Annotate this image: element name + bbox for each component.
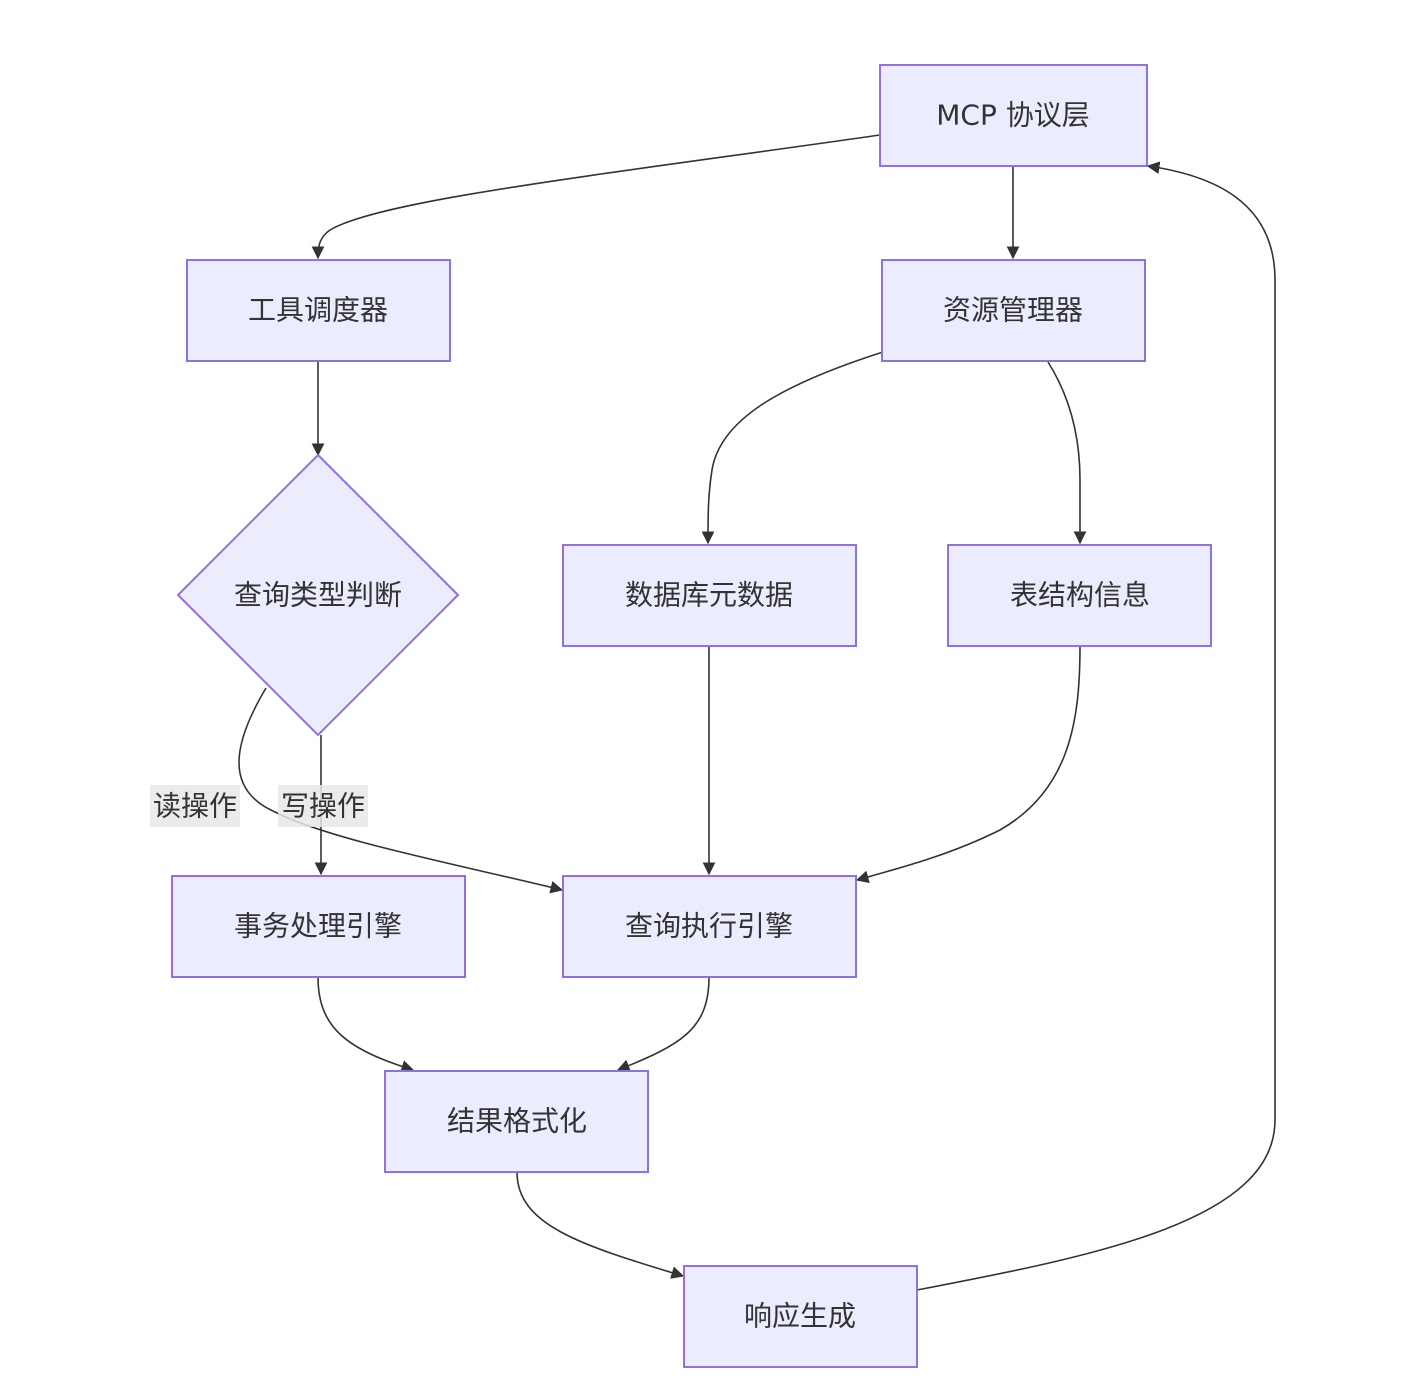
node-result-format-label: 结果格式化 (447, 1105, 587, 1138)
edge-resource-manager-to-db-metadata (701, 351, 884, 545)
node-db-metadata-label: 数据库元数据 (625, 579, 793, 612)
node-transaction-engine: 事务处理引擎 (171, 875, 466, 978)
node-tool-scheduler-label: 工具调度器 (248, 294, 388, 327)
node-db-metadata: 数据库元数据 (562, 544, 857, 647)
node-tool-scheduler: 工具调度器 (186, 259, 451, 362)
edge-mcp-to-tool-scheduler (311, 134, 881, 260)
edge-label-read: 读操作 (153, 790, 237, 823)
edge-query-engine-to-result-format (616, 976, 710, 1072)
node-mcp-protocol-layer: MCP 协议层 (879, 64, 1148, 167)
node-response: 响应生成 (683, 1265, 918, 1368)
node-query-type-decision: 查询类型判断 (176, 453, 460, 737)
node-result-format: 结果格式化 (384, 1070, 649, 1173)
edge-resource-manager-to-table-schema (1047, 361, 1087, 545)
node-transaction-engine-label: 事务处理引擎 (234, 910, 402, 943)
edge-label-write: 写操作 (281, 790, 365, 823)
node-resource-manager-label: 资源管理器 (943, 294, 1083, 327)
node-query-engine: 查询执行引擎 (562, 875, 857, 978)
node-response-label: 响应生成 (744, 1300, 856, 1333)
edge-transaction-to-result-format (317, 976, 415, 1073)
edge-labels: 读操作 写操作 (150, 785, 368, 827)
edge-result-format-to-response (516, 1171, 685, 1279)
edge-response-to-mcp (916, 161, 1276, 1291)
node-table-schema-label: 表结构信息 (1010, 579, 1150, 612)
node-query-type-label: 查询类型判断 (234, 579, 402, 612)
nodes: MCP 协议层 工具调度器 资源管理器 查询类型判断 数据库元数据 表结构信息 (171, 64, 1212, 1368)
node-table-schema: 表结构信息 (947, 544, 1212, 647)
node-mcp-label: MCP 协议层 (936, 99, 1090, 132)
edge-table-schema-to-query-engine (855, 645, 1081, 884)
node-resource-manager: 资源管理器 (881, 259, 1146, 362)
node-query-engine-label: 查询执行引擎 (625, 910, 793, 943)
